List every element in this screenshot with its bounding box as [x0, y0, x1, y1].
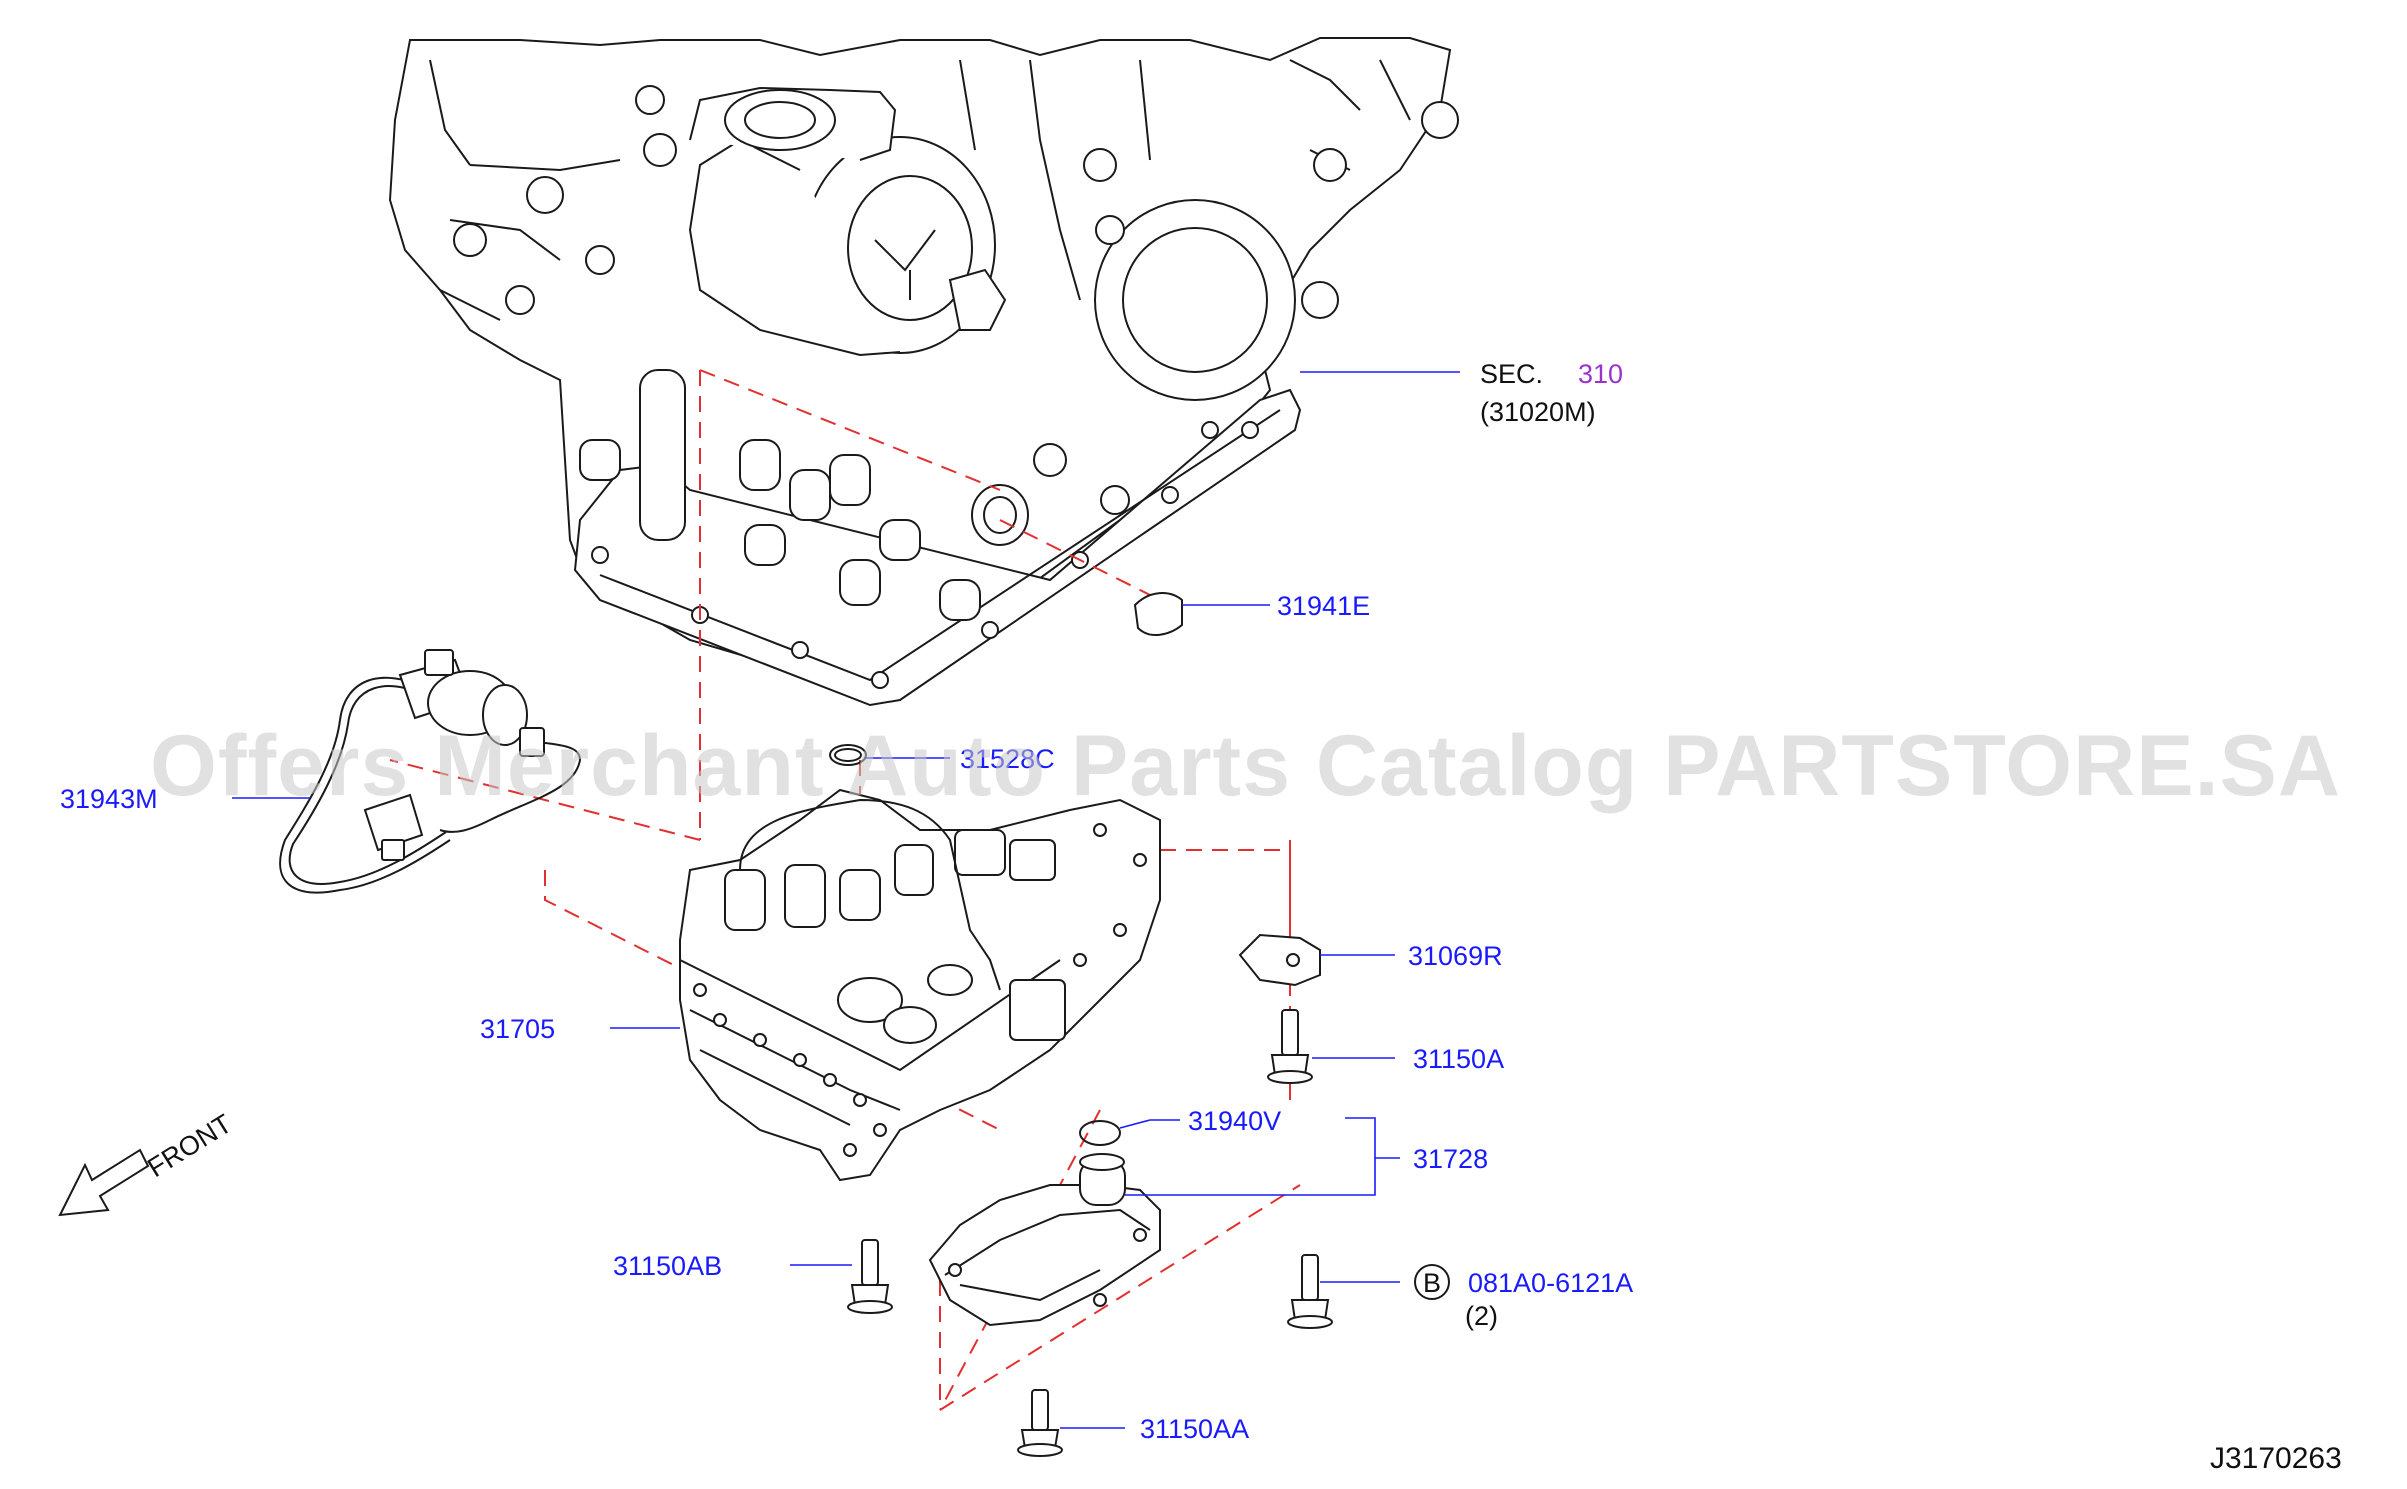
bolt-31150ab: [847, 1239, 893, 1314]
front-label: FRONT: [142, 1108, 237, 1183]
label-081a0-6121a[interactable]: 081A0-6121A: [1468, 1268, 1633, 1298]
oring-31940v: [1079, 1120, 1121, 1146]
label-31941e[interactable]: 31941E: [1277, 591, 1370, 621]
label-31728[interactable]: 31728: [1413, 1144, 1488, 1174]
clip-31941e: [1133, 592, 1183, 636]
bolt-31150a: [1267, 1009, 1313, 1084]
label-31069r[interactable]: 31069R: [1408, 941, 1503, 971]
label-31940v[interactable]: 31940V: [1188, 1106, 1281, 1136]
front-direction-arrow: FRONT: [58, 1108, 237, 1217]
label-qty: (2): [1465, 1301, 1498, 1331]
wiring-harness: [279, 649, 582, 894]
label-31150aa[interactable]: 31150AA: [1140, 1414, 1249, 1444]
control-valve-body: [679, 788, 1161, 1182]
label-31528c[interactable]: 31528C: [960, 744, 1055, 774]
watermark: Offers Merchant Auto Parts Catalog PARTS…: [150, 718, 2341, 814]
sec-prefix-label: SEC.: [1480, 359, 1543, 389]
label-31150a[interactable]: 31150A: [1413, 1044, 1504, 1074]
leader-lines: [232, 371, 1460, 1429]
bolt-ref-circle-letter: B: [1423, 1268, 1441, 1298]
valve-body-ports: [693, 823, 1147, 1157]
label-31705[interactable]: 31705: [480, 1014, 555, 1044]
label-31943m[interactable]: 31943M: [60, 784, 158, 814]
oil-strainer: [928, 1153, 1161, 1327]
bolt-081a0: [1287, 1254, 1333, 1329]
bracket-31069r: [1238, 933, 1321, 987]
sec-sub-label: (31020M): [1480, 397, 1596, 427]
oring-31528c: [829, 744, 867, 766]
transmission-case: [388, 37, 1459, 707]
diagram-id: J3170263: [2210, 1442, 2342, 1475]
part-labels: SEC. 310 (31020M) 31941E 31943M 31528C 3…: [60, 359, 2342, 1475]
label-31150ab[interactable]: 31150AB: [613, 1251, 722, 1281]
sec-number-link[interactable]: 310: [1578, 359, 1623, 389]
bolt-ref-circle: [1414, 1264, 1450, 1300]
case-bosses: [579, 369, 1029, 621]
bolt-31150aa: [1017, 1389, 1063, 1457]
